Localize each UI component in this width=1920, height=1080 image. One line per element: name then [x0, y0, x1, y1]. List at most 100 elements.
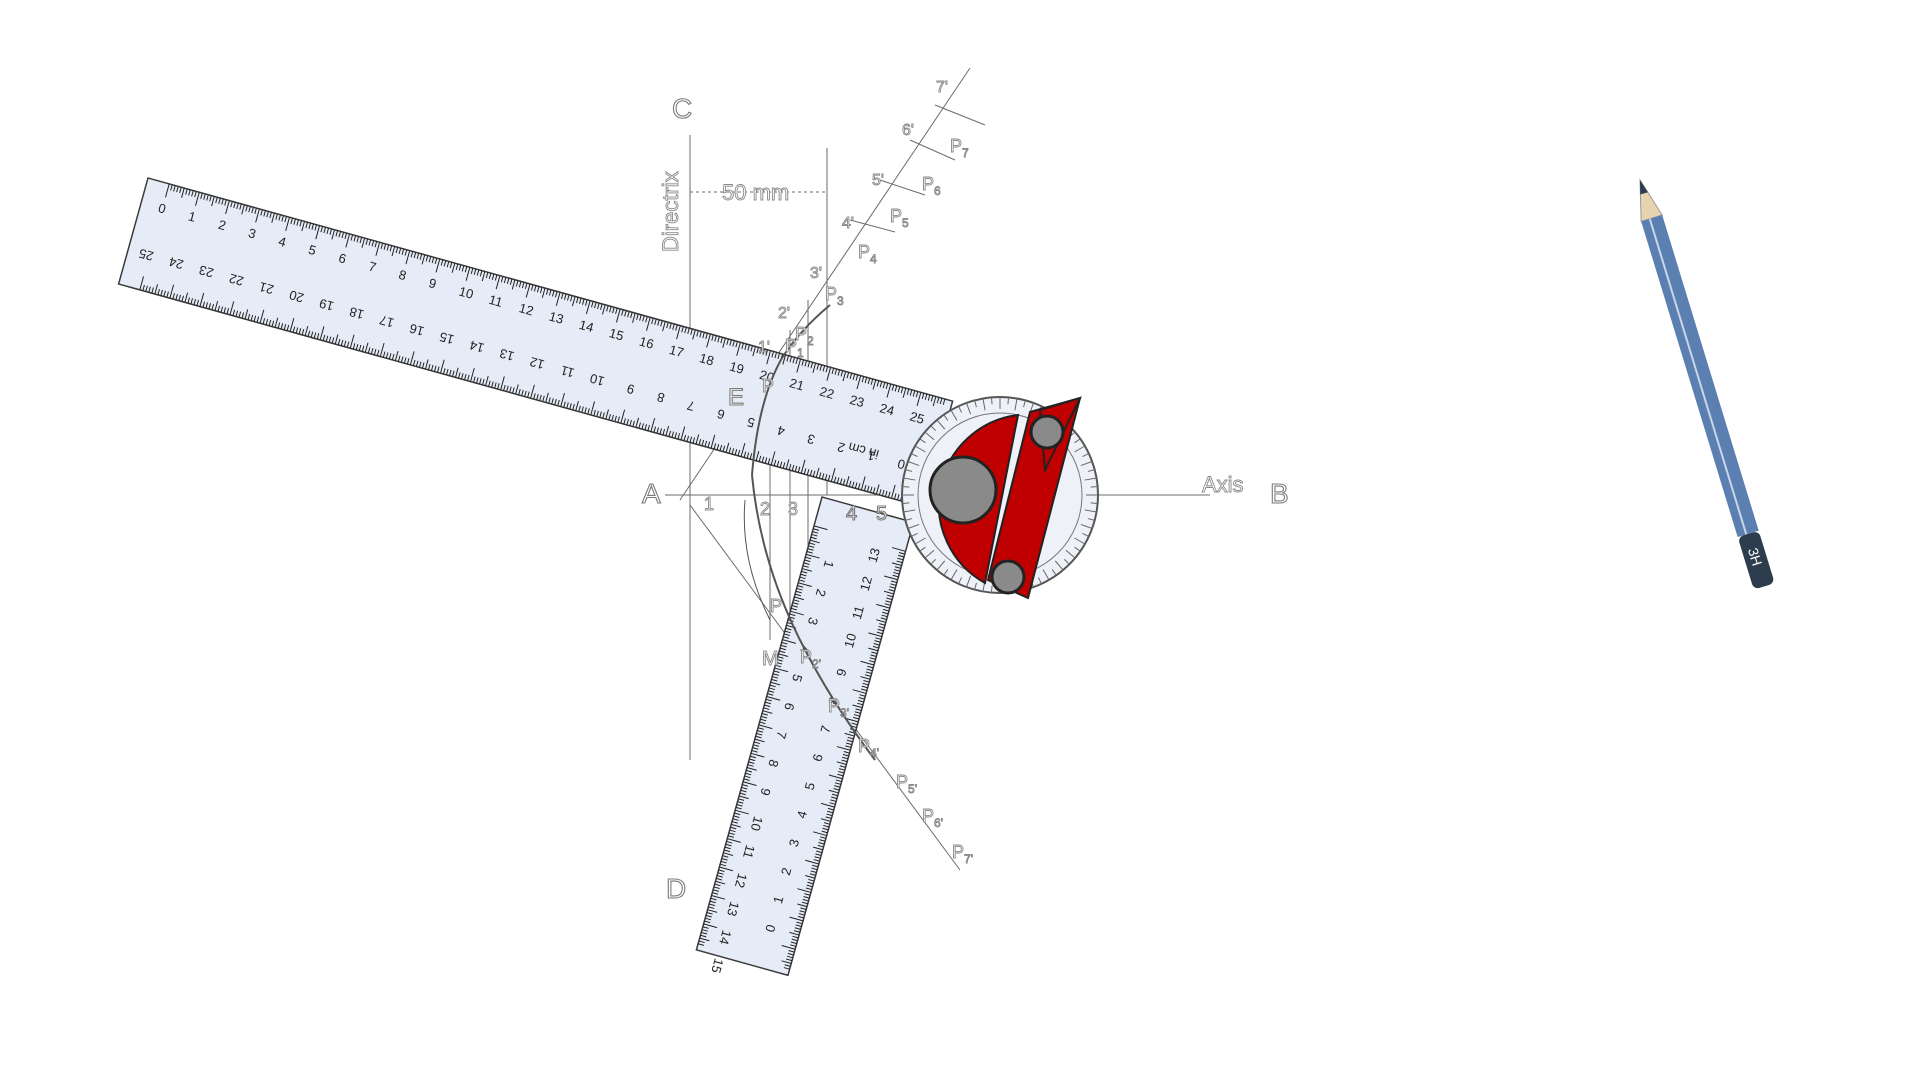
short-ruler-left-tick — [777, 656, 784, 659]
long-ruler-bottom-tick — [824, 474, 828, 481]
long-ruler-bottom-tick — [391, 354, 395, 361]
long-ruler-body — [117, 177, 954, 509]
short-ruler-left-tick — [705, 914, 712, 918]
short-ruler-right-tick — [822, 827, 829, 831]
long-ruler-bottom-tick — [229, 301, 235, 316]
short-ruler-right-tick — [818, 842, 825, 845]
short-ruler-left-tick — [743, 778, 750, 781]
short-ruler-left-tick — [749, 758, 756, 762]
long-ruler-top-tick — [930, 395, 934, 402]
long-ruler-bottom-number: 23 — [197, 262, 215, 280]
short-ruler-left-tick — [742, 784, 749, 787]
long-ruler-bottom-tick — [400, 356, 404, 363]
long-ruler-bottom-tick — [836, 477, 840, 484]
long-ruler-bottom-number: 13 — [498, 346, 516, 364]
long-ruler-bottom-tick — [563, 401, 566, 408]
protractor[interactable] — [901, 396, 1099, 600]
long-ruler-top-tick — [494, 274, 498, 281]
short-ruler-left-tick — [737, 801, 744, 804]
protractor-tick — [903, 477, 916, 481]
short-ruler-left-tick — [754, 738, 765, 743]
short-ruler-left-tick — [712, 892, 719, 895]
short-ruler-left-number: 7 — [773, 729, 789, 740]
long-ruler-top-tick — [812, 363, 817, 373]
long-ruler-top-tick — [879, 381, 883, 388]
proj-line-7 — [934, 104, 986, 126]
long-ruler-top-tick — [597, 302, 600, 310]
div-5p: 5' — [872, 172, 884, 189]
protractor-center-knob[interactable] — [928, 455, 998, 525]
short-ruler-right-tick — [892, 574, 899, 578]
long-ruler-bottom-tick — [163, 290, 166, 297]
short-ruler-left-tick — [789, 613, 796, 617]
short-ruler-right-tick — [806, 884, 813, 888]
long-ruler-bottom-tick — [220, 306, 224, 313]
short-ruler-right-tick — [857, 702, 864, 706]
long-ruler-top-tick — [356, 236, 360, 243]
long-ruler-top-tick — [654, 318, 657, 325]
long-ruler-bottom-tick — [761, 456, 765, 463]
long-ruler-top-tick — [615, 307, 618, 315]
long-ruler-top-tick — [747, 344, 750, 351]
long-ruler-bottom-tick — [833, 476, 837, 483]
long-ruler-top-tick — [569, 295, 573, 302]
short-ruler-right-tick — [793, 930, 801, 933]
short-ruler-left-tick — [770, 681, 781, 686]
long-ruler-top-tick — [699, 331, 702, 338]
long-ruler-top-tick — [612, 307, 615, 314]
short-ruler-left-tick — [813, 528, 820, 531]
long-ruler-bottom-tick — [887, 491, 891, 498]
long-ruler-top-tick — [819, 364, 823, 371]
long-ruler-bottom-tick — [854, 482, 858, 489]
long-ruler-top-tick — [735, 341, 738, 348]
short-ruler-left-tick — [809, 539, 820, 544]
long-ruler-top-tick — [275, 213, 278, 220]
protractor-bottom-knob[interactable] — [990, 559, 1026, 595]
long-ruler-top-tick — [473, 268, 477, 275]
short-ruler-right-tick — [851, 722, 858, 726]
long-ruler-top-tick — [924, 393, 928, 400]
long-ruler-top-tick — [285, 217, 290, 231]
long-ruler-top-tick — [705, 332, 708, 340]
short-ruler-left-tick — [794, 596, 805, 601]
long-ruler-top-number: 23 — [848, 392, 866, 410]
protractor-tick — [1084, 477, 1097, 481]
long-ruler-bottom-tick — [512, 387, 515, 394]
long-ruler-top-tick — [173, 185, 176, 192]
long-ruler-top-tick — [331, 229, 336, 240]
protractor-tick — [958, 405, 962, 413]
short-ruler-left-tick — [711, 894, 726, 900]
long-ruler-top-number: 9 — [427, 275, 438, 291]
long-ruler-top-tick — [301, 221, 305, 232]
long-ruler-top-tick — [861, 376, 865, 383]
long-ruler-top-tick — [571, 296, 576, 307]
long-ruler-bottom-tick — [433, 365, 437, 372]
long-ruler-top-tick — [687, 327, 690, 335]
long-ruler-top-tick — [539, 287, 543, 294]
long-ruler-top-number: 14 — [577, 317, 595, 335]
pencil-3h[interactable]: 3H — [1629, 177, 1774, 590]
short-ruler-left-tick — [760, 718, 767, 722]
short-ruler-left-number: 6 — [781, 701, 797, 712]
long-ruler-top-tick — [481, 271, 486, 282]
protractor-tick — [1007, 397, 1010, 405]
short-ruler-left-tick — [751, 750, 758, 753]
long-ruler-bottom-tick — [830, 468, 836, 482]
protractor-tick — [950, 569, 958, 581]
long-ruler-bottom-tick — [331, 337, 335, 344]
short-ruler-left-tick — [779, 647, 786, 651]
short-ruler-right-tick — [801, 901, 808, 905]
protractor-top-knob[interactable] — [1029, 414, 1065, 450]
long-ruler-top-tick — [639, 314, 642, 321]
long-ruler-bottom-tick — [458, 372, 461, 379]
protractor-tick — [930, 425, 937, 432]
protractor-tick — [936, 419, 946, 430]
long-ruler-bottom-tick — [439, 359, 445, 374]
long-ruler-bottom-tick — [749, 453, 753, 460]
short-ruler-left-tick — [725, 843, 732, 847]
short-ruler-left-tick — [805, 556, 812, 560]
protractor-tick — [905, 469, 913, 472]
long-ruler-bottom-tick — [722, 445, 726, 452]
